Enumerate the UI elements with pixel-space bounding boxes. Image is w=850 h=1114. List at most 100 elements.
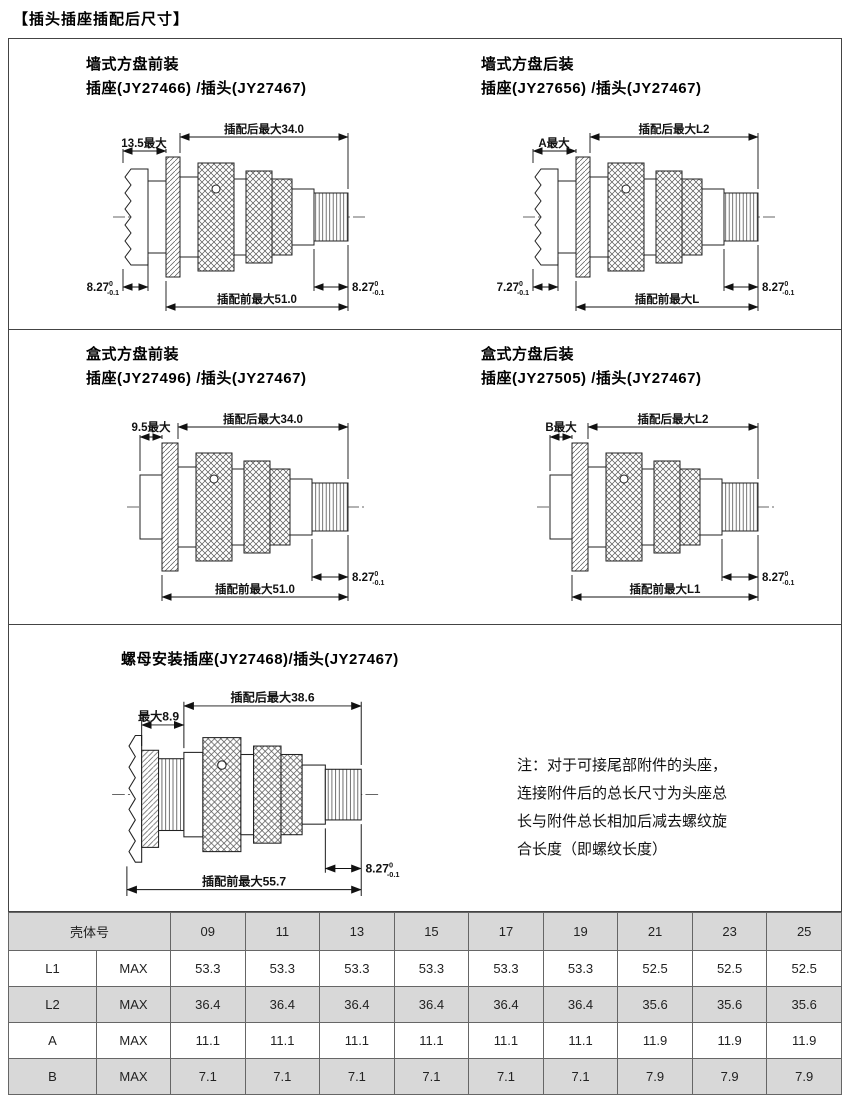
row-label: L2 (8, 986, 97, 1023)
row-sub: MAX (95, 950, 172, 987)
page-title: 【插头插座插配后尺寸】 (13, 11, 190, 28)
connector-section (139, 442, 349, 572)
shell-step (641, 468, 655, 546)
dim-br-label: 8.270-0.1 (352, 571, 384, 587)
lockwire-hole (209, 474, 219, 484)
lockwire-hole (217, 760, 227, 770)
dim-mated-label: 插配后最大L2 (638, 412, 709, 426)
dimensions: 插配后最大38.6 最大8.9 8.270-0.1 插配前最大55.7 (126, 690, 400, 896)
plug-body (701, 188, 725, 246)
table-cell: 35.6 (617, 986, 693, 1023)
receptacle-rear (557, 180, 577, 254)
dim-unmated-label: 插配前最大51.0 (217, 292, 297, 306)
table-cell: 35.6 (691, 986, 768, 1023)
square-flange (161, 442, 179, 572)
dim-left-label: 13.5最大 (121, 136, 167, 150)
lockwire-hole (621, 184, 631, 194)
row-sub: MAX (95, 1058, 172, 1095)
receptacle-shell (589, 176, 609, 258)
table-size: 17 (468, 912, 544, 951)
panel-wall (124, 168, 149, 266)
square-flange (575, 156, 591, 278)
table-cell: 11.1 (170, 1022, 246, 1059)
dimensions: 插配后最大34.0 9.5最大 8.270-0.1 插配前最大51.0 (132, 412, 384, 601)
plug-backshell (324, 768, 362, 821)
row-label: A (8, 1022, 97, 1059)
diagram-heading: 盒式方盘前装 插座(JY27496) /插头(JY27467) (9, 329, 425, 391)
receptacle-shell (183, 751, 204, 838)
table-row-l1: L1 MAX 53.3 53.3 53.3 53.3 53.3 53.3 52.… (8, 950, 842, 987)
table-size: 11 (244, 912, 321, 951)
square-flange (165, 156, 181, 278)
dim-br-label: 8.270-0.1 (762, 571, 794, 587)
table-cell: 11.9 (617, 1022, 693, 1059)
table-cell: 7.9 (691, 1058, 768, 1095)
dim-left-label: 最大8.9 (138, 709, 179, 724)
table-cell: 7.1 (393, 1058, 470, 1095)
plug-ring-2 (681, 178, 703, 256)
plug-ring-2 (280, 753, 303, 836)
shell-step (233, 178, 247, 256)
diagram-title: 盒式方盘前装 (86, 346, 180, 363)
plug-body (289, 478, 313, 536)
dim-br-label: 8.270-0.1 (762, 281, 794, 297)
row-sub: MAX (95, 986, 172, 1023)
plug-ring (245, 170, 273, 264)
dim-unmated-label: 插配前最大51.0 (215, 582, 295, 596)
dim-unmated-label: 插配前最大55.7 (202, 873, 286, 888)
table-cell: 11.1 (468, 1022, 544, 1059)
table-cell: 52.5 (617, 950, 693, 987)
table-cell: 53.3 (542, 950, 619, 987)
table-cell: 7.1 (244, 1058, 321, 1095)
dim-mated-label: 插配后最大34.0 (224, 122, 304, 136)
diagram-box-rear: 盒式方盘后装 插座(JY27505) /插头(JY27467) (425, 329, 843, 624)
table-size: 25 (766, 912, 842, 951)
coupling-nut (607, 162, 645, 272)
divider (9, 329, 841, 330)
diagram-wall-rear: 墙式方盘后装 插座(JY27656) /插头(JY27467) (425, 39, 843, 329)
table-cell: 11.1 (319, 1022, 395, 1059)
table-size: 15 (393, 912, 470, 951)
note-cell: 注：对于可接尾部附件的头座，连接附件后的总长尺寸为头座总长与附件总长相加后减去螺… (509, 624, 843, 913)
table-cell: 7.9 (617, 1058, 693, 1095)
mounting-plate (128, 734, 143, 863)
dim-mated-label: 插配后最大38.6 (230, 690, 314, 705)
shell-step (643, 178, 657, 256)
table-cell: 7.1 (542, 1058, 619, 1095)
table-cell: 36.4 (468, 986, 544, 1023)
receptacle-shell (587, 466, 607, 548)
note-text: 注：对于可接尾部附件的头座，连接附件后的总长尺寸为头座总长与附件总长相加后减去螺… (517, 757, 728, 858)
plug-backshell (313, 192, 349, 242)
diagram-title: 盒式方盘后装 (481, 346, 575, 363)
panel-wall (534, 168, 559, 266)
table-cell: 36.4 (319, 986, 395, 1023)
row-label: B (8, 1058, 97, 1095)
plug-backshell (723, 192, 759, 242)
dim-mated-label: 插配后最大L2 (639, 122, 710, 136)
table-cell: 7.1 (170, 1058, 246, 1095)
diagram-subtitle: 插座(JY27496) /插头(JY27467) (86, 370, 307, 387)
coupling-nut (605, 452, 643, 562)
table-cell: 7.1 (319, 1058, 395, 1095)
table-cell: 35.6 (766, 986, 842, 1023)
dim-left-label: A最大 (538, 136, 570, 150)
table-cell: 53.3 (393, 950, 470, 987)
table-size: 21 (617, 912, 693, 951)
plug-ring (653, 460, 681, 554)
table-cell: 36.4 (170, 986, 246, 1023)
diagram-title: 墙式方盘前装 (86, 56, 180, 73)
dimensions: 插配后最大L2 B最大 8.270-0.1 插配前最大L1 (545, 412, 794, 601)
diagram-title: 墙式方盘后装 (481, 56, 575, 73)
table-row-a: A MAX 11.1 11.1 11.1 11.1 11.1 11.1 11.9… (8, 1022, 842, 1059)
table-header-row: 壳体号 09 11 13 15 17 19 21 23 25 (7, 912, 842, 951)
diagram-subtitle: 插座(JY27505) /插头(JY27467) (481, 370, 702, 387)
table-size: 23 (691, 912, 768, 951)
receptacle-rear (549, 474, 573, 540)
diagram-panel: 墙式方盘前装 插座(JY27466) /插头(JY27467) (8, 38, 842, 912)
dim-br-label: 8.270-0.1 (352, 281, 384, 297)
dimensions: 插配后最大34.0 13.5最大 8.270-0.1 8.270-0.1 插配前… (87, 122, 384, 311)
diagram-heading: 螺母安装插座(JY27468)/插头(JY27467) (9, 624, 509, 672)
box-front-drawing: 插配后最大34.0 9.5最大 8.270-0.1 插配前最大51.0 (127, 412, 384, 601)
table-size: 19 (542, 912, 619, 951)
table-cell: 11.1 (393, 1022, 470, 1059)
